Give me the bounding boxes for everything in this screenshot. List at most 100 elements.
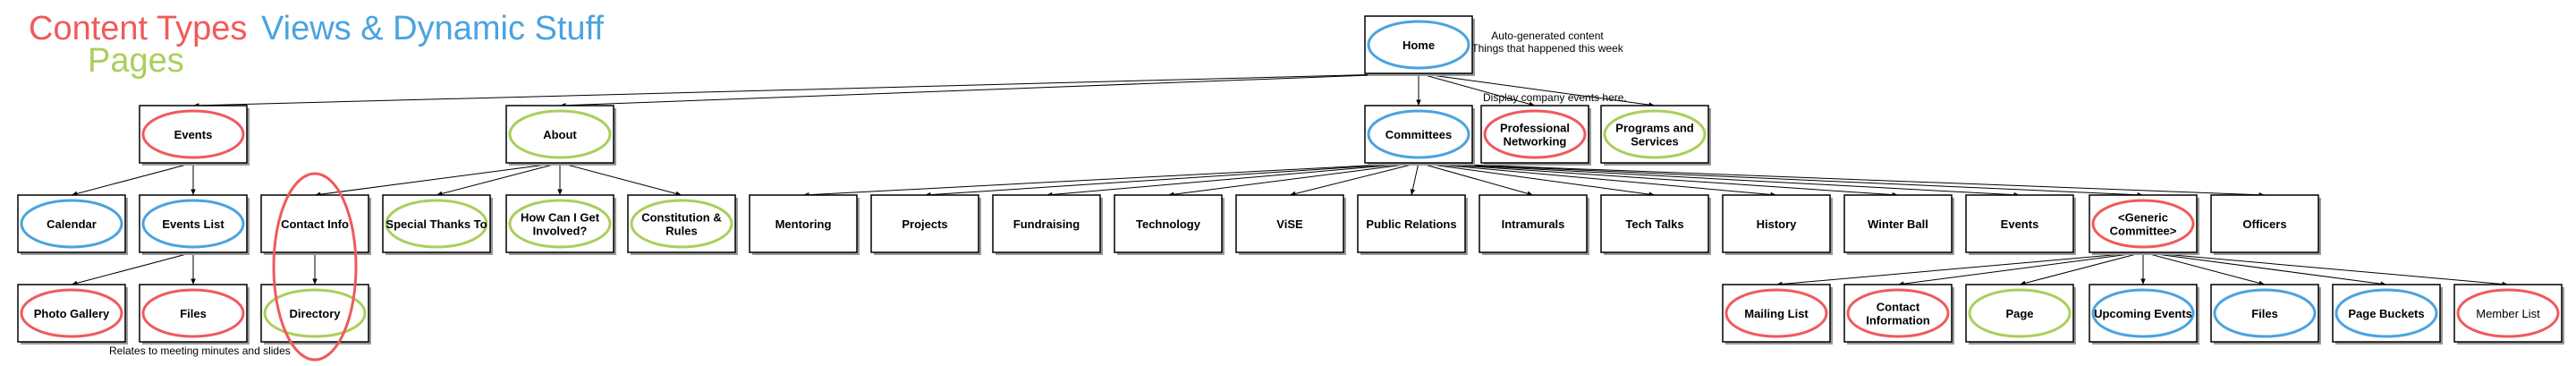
node-label-line: Directory [289, 307, 341, 320]
edge-committees-to-history [1418, 162, 1777, 196]
node-box [992, 194, 1101, 253]
edge-events-to-calendar [71, 162, 194, 196]
node-label-line: Public Relations [1366, 217, 1456, 231]
edge-generic-committee-to-files-committee [2142, 251, 2266, 285]
edge-committees-to-winter-ball [1418, 162, 1899, 196]
node-label-line: Page Buckets [2348, 307, 2424, 320]
node-label-line: Events [2001, 217, 2039, 231]
type-ellipse-content_types [1724, 288, 1828, 338]
type-ellipse-pages [1968, 288, 2072, 338]
type-ellipse-views [1367, 20, 1470, 70]
node-label: Tech Talks [1625, 217, 1683, 231]
node-label: ViSE [1276, 217, 1303, 231]
node-label: Mailing List [1744, 307, 1809, 320]
node-label-line: Constitution & [641, 211, 722, 225]
node-box [139, 105, 248, 164]
node-events-list: Events List [139, 194, 250, 255]
node-label-line: Mailing List [1744, 307, 1809, 320]
node-tech-talks: Tech Talks [1600, 194, 1711, 255]
node-label: Upcoming Events [2094, 307, 2192, 320]
node-label-line: Upcoming Events [2094, 307, 2192, 320]
node-label-line: Technology [1136, 217, 1201, 231]
node-label-line: Home [1402, 38, 1435, 52]
node-files-committee: Files [2210, 284, 2321, 345]
type-ellipse-pages [508, 199, 612, 249]
edge-committees-to-projects [924, 162, 1419, 196]
node-vise: ViSE [1235, 194, 1346, 255]
edge-generic-committee-to-member-list [2142, 251, 2509, 285]
node-label-line: Contact Info [281, 217, 349, 231]
node-box [1722, 194, 1831, 253]
node-label-line: Contact [1877, 301, 1920, 314]
type-ellipse-content_types [1483, 109, 1587, 159]
node-label-line: Programs and [1615, 122, 1693, 135]
node-box [17, 194, 126, 253]
node-box [2089, 284, 2198, 343]
type-ellipse-pages [508, 109, 612, 159]
node-label: Page Buckets [2348, 307, 2424, 320]
edge-committees-to-officers [1418, 162, 2266, 196]
node-label: Special Thanks To [386, 217, 487, 231]
node-box [382, 194, 491, 253]
node-winter-ball: Winter Ball [1843, 194, 1954, 255]
node-label-line: Committee> [2110, 225, 2177, 238]
node-label: Photo Gallery [34, 307, 110, 320]
type-ellipse-views [2334, 288, 2438, 338]
node-special-thanks: Special Thanks To [382, 194, 493, 255]
node-box [1235, 194, 1344, 253]
note-line: Things that happened this week [1471, 42, 1623, 55]
node-label-line: Information [1866, 314, 1930, 328]
edge-arrowhead [1410, 189, 1416, 195]
edge-arrowhead [312, 278, 318, 285]
node-box [2089, 194, 2198, 253]
type-ellipse-views [20, 199, 123, 249]
node-label: Committees [1385, 128, 1452, 141]
node-box [2332, 284, 2441, 343]
node-label-line: <Generic [2118, 211, 2168, 225]
node-label-line: Photo Gallery [34, 307, 110, 320]
node-box [627, 194, 736, 253]
node-label-line: Intramurals [1502, 217, 1565, 231]
legend-views: Views & Dynamic Stuff [261, 10, 604, 47]
node-label-line: Events [174, 128, 213, 141]
note-line: Relates to meeting minutes and slides [109, 345, 291, 357]
legend-pages: Pages [88, 42, 184, 80]
edge-committees-to-intramurals [1418, 162, 1534, 196]
node-label-line: Services [1631, 135, 1679, 149]
node-label: Constitution &Rules [641, 211, 722, 238]
node-box [1843, 284, 1953, 343]
note-line: Display company events here. [1483, 91, 1627, 104]
node-label: Files [2251, 307, 2278, 320]
edge-about-to-special-thanks [436, 162, 561, 196]
node-history: History [1722, 194, 1833, 255]
edge-generic-committee-to-page [2019, 251, 2144, 285]
type-ellipse-content_types [141, 288, 245, 338]
node-label-line: Winter Ball [1868, 217, 1928, 231]
type-ellipse-content_types [2091, 199, 2195, 249]
type-ellipse-views [2091, 288, 2195, 338]
type-ellipse-views [1367, 109, 1470, 159]
node-page-buckets: Page Buckets [2332, 284, 2443, 345]
note-gallery-note: Relates to meeting minutes and slides [109, 345, 291, 357]
node-calendar: Calendar [17, 194, 128, 255]
node-label-line: Member List [2476, 307, 2540, 320]
edge-about-to-contact-info [314, 162, 561, 196]
node-box [1843, 194, 1953, 253]
type-ellipse-content_types [141, 109, 245, 159]
node-label-line: Involved? [533, 225, 588, 238]
diagram-edges [71, 72, 2509, 287]
node-box [139, 194, 248, 253]
node-label: Officers [2242, 217, 2286, 231]
node-events-committee: Events [1965, 194, 2076, 255]
edge-generic-committee-to-mailing-list [1775, 251, 2144, 285]
edge-home-to-about [559, 72, 1419, 106]
node-box [2210, 194, 2319, 253]
type-ellipse-content_types [1846, 288, 1950, 338]
